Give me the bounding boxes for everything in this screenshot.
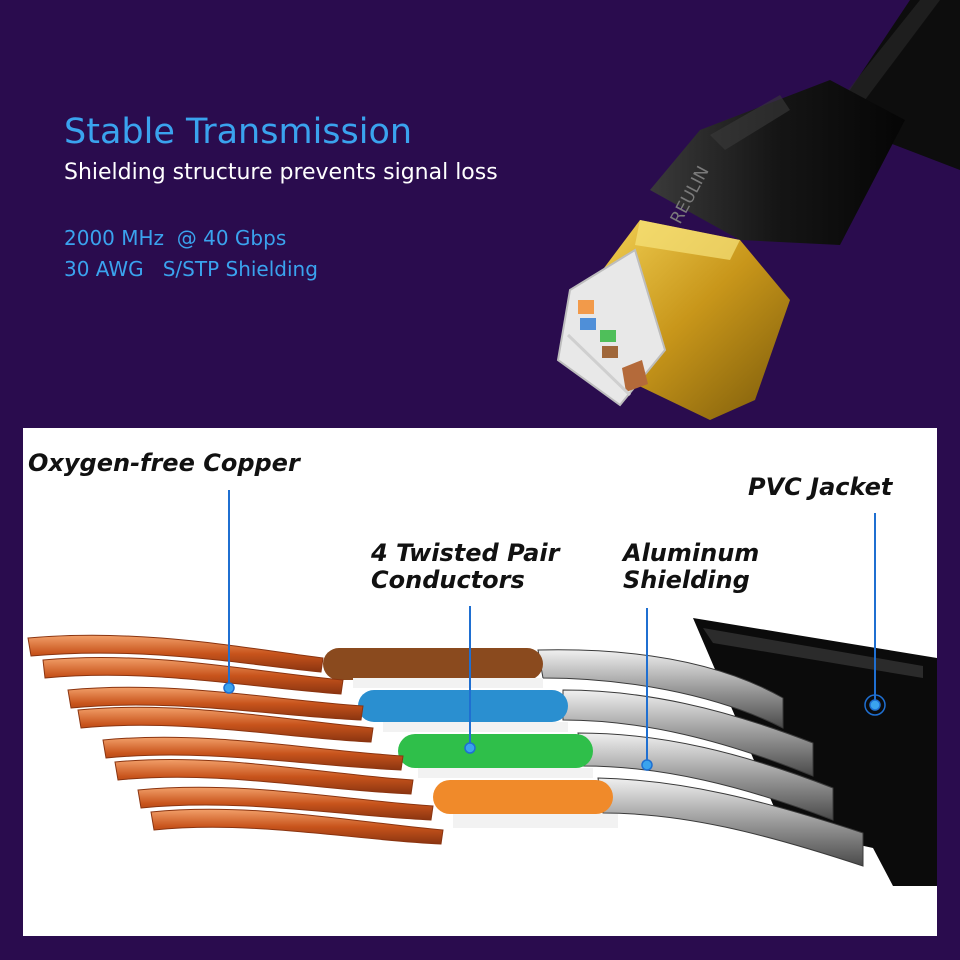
spec-frequency-speed: 2000 MHz @ 40 Gbps xyxy=(64,226,287,250)
label-twisted-pair: 4 Twisted Pair Conductors xyxy=(371,540,559,594)
cable-cross-section xyxy=(27,490,937,886)
hero-title: Stable Transmission xyxy=(64,112,413,152)
label-aluminum-shielding: Aluminum Shielding xyxy=(623,540,759,594)
insulated-conductors xyxy=(323,648,618,828)
spec-gauge-shielding: 30 AWG S/STP Shielding xyxy=(64,257,318,281)
callout-markers xyxy=(223,682,886,771)
connector-boot xyxy=(650,80,905,245)
cable-structure-panel: Oxygen-free Copper 4 Twisted Pair Conduc… xyxy=(23,428,937,936)
rj45-connector-image: REULIN xyxy=(556,0,960,420)
label-pvc-jacket: PVC Jacket xyxy=(748,473,893,501)
copper-strands xyxy=(27,634,444,845)
label-twisted-pair-line2: Conductors xyxy=(371,566,525,594)
aluminum-foil-group xyxy=(537,649,864,867)
hero-subtitle: Shielding structure prevents signal loss xyxy=(64,160,498,185)
label-aluminum-line1: Aluminum xyxy=(623,539,760,567)
label-oxygen-free-copper: Oxygen-free Copper xyxy=(28,449,300,477)
label-aluminum-line2: Shielding xyxy=(623,566,750,594)
callout-lines xyxy=(228,490,876,763)
label-twisted-pair-line1: 4 Twisted Pair xyxy=(371,539,560,567)
